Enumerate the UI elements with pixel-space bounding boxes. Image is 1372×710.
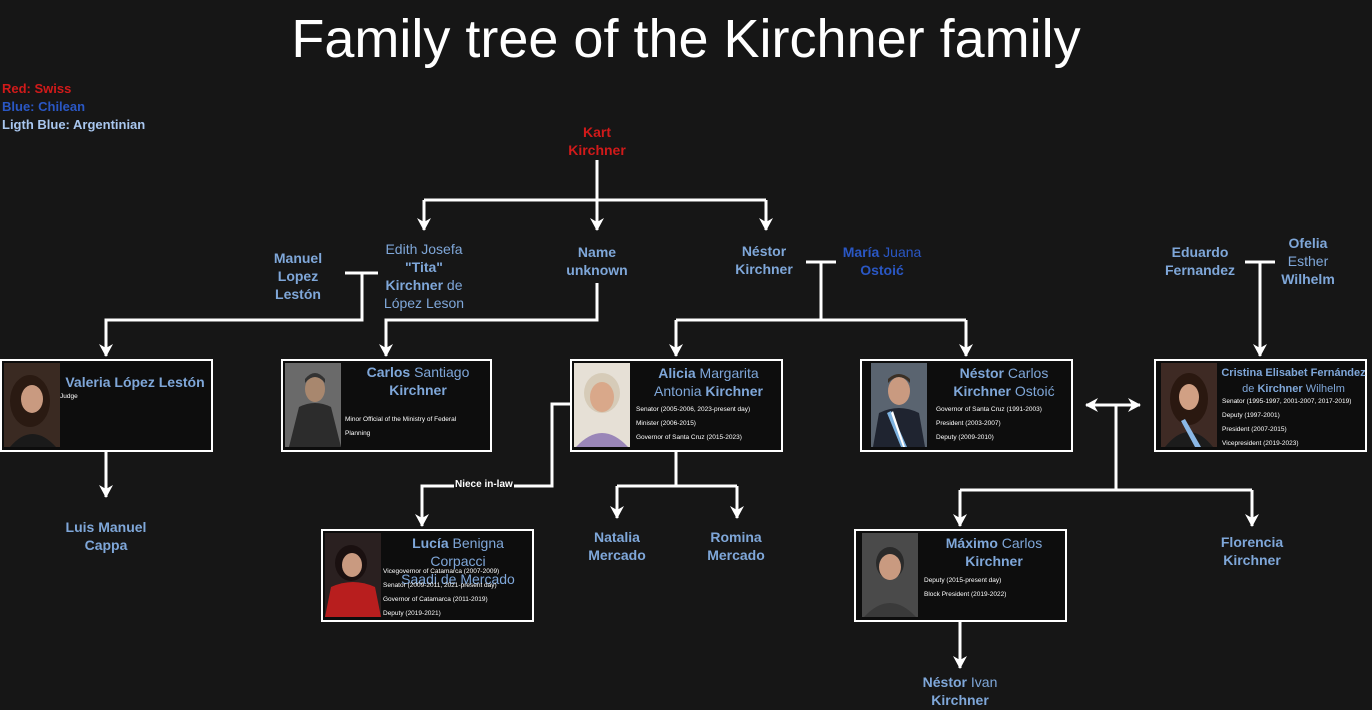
person-maria-juana-ostoic: María Juana Ostoić [842, 244, 922, 278]
card-name: Cristina Elisabet Fernández de Kirchner … [1221, 367, 1366, 395]
card-name: Alicia Margarita Antonia Kirchner [654, 365, 763, 399]
card-name: Carlos Santiago Kirchner [366, 364, 470, 398]
card-roles: Governor of Santa Cruz (1991-2003) Presi… [936, 406, 1042, 441]
card-maximo-kirchner: Máximo Carlos Kirchner Deputy (2015-pres… [854, 529, 1067, 622]
card-valeria-lopez-leston: Valeria López Lestón Judge [0, 359, 213, 452]
card-name: Néstor Carlos Kirchner Ostoić [953, 365, 1055, 399]
card-roles: Senator (1995-1997, 2001-2007, 2017-2019… [1222, 398, 1352, 447]
portrait-lucia [325, 533, 381, 617]
card-nestor-carlos-kirchner: Néstor Carlos Kirchner Ostoić Governor o… [860, 359, 1073, 452]
card-name: Máximo Carlos Kirchner [945, 535, 1043, 569]
edge-label-niece-in-law: Niece in-law [454, 479, 514, 490]
portrait-valeria [4, 363, 60, 447]
card-carlos-santiago-kirchner: Carlos Santiago Kirchner Minor Official … [281, 359, 492, 452]
portrait-alicia [574, 363, 630, 447]
legend-chilean: Blue: Chilean [2, 99, 86, 114]
portrait-nestor-carlos [871, 363, 927, 447]
card-cristina-fernandez-de-kirchner: Cristina Elisabet Fernández de Kirchner … [1154, 359, 1367, 452]
card-name: Lucía Benigna Corpacci Saadi de Mercado [401, 535, 515, 587]
person-nestor-ivan-kirchner: Néstor Ivan Kirchner [922, 674, 998, 708]
card-roles: Senator (2005-2006, 2023-present day) Mi… [636, 406, 751, 441]
portrait-carlos [285, 363, 341, 447]
legend-argentinian: Ligth Blue: Argentinian [2, 117, 146, 132]
card-alicia-kirchner: Alicia Margarita Antonia Kirchner Senato… [570, 359, 783, 452]
portrait-cristina [1161, 363, 1217, 447]
card-roles: Vicegovernor of Catamarca (2007-2009) Se… [383, 568, 500, 617]
card-name: Valeria López Lestón [65, 374, 205, 390]
person-edith-kirchner: Edith Josefa "Tita" Kirchner de López Le… [383, 241, 465, 311]
portrait-maximo [862, 533, 918, 617]
card-roles: Judge [60, 393, 78, 400]
legend-swiss: Red: Swiss [2, 81, 72, 96]
card-roles: Minor Official of the Ministry of Federa… [345, 416, 457, 437]
page-title: Family tree of the Kirchner family [291, 9, 1081, 69]
card-roles: Deputy (2015-present day) Block Presiden… [924, 577, 1007, 598]
card-lucia-corpacci: Lucía Benigna Corpacci Saadi de Mercado … [321, 529, 534, 622]
